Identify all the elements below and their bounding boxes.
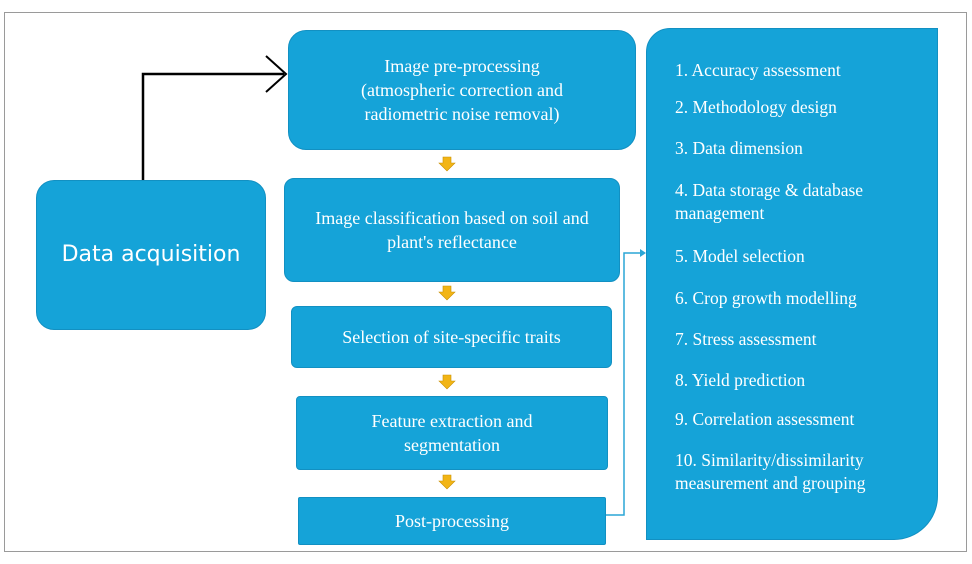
application-item: 4. Data storage & database management [675, 180, 864, 223]
application-item: 9. Correlation assessment [675, 409, 855, 429]
postprocessing-label: Post-processing [395, 510, 509, 531]
application-item: 3. Data dimension [675, 138, 803, 158]
feature-extraction-line-1: Feature extraction and [371, 410, 533, 431]
application-item: 7. Stress assessment [675, 329, 817, 349]
acquisition-arrowhead [265, 55, 288, 93]
applications-panel: 1. Accuracy assessment 2. Methodology de… [646, 28, 938, 540]
acquisition-to-preprocessing-arrow [141, 72, 284, 180]
postprocessing-box: Post-processing [298, 497, 606, 545]
panel-arrowhead [640, 249, 646, 257]
classification-line-2: plant's reflectance [387, 232, 517, 252]
application-item: 6. Crop growth modelling [675, 288, 857, 308]
postprocessing-to-panel-connector [606, 252, 640, 516]
application-item: 8. Yield prediction [675, 370, 806, 390]
preprocessing-box: Image pre-processing (atmospheric correc… [288, 30, 636, 150]
application-item: 10. Similarity/dissimilarity measurement… [675, 450, 866, 493]
down-arrow-4 [438, 474, 456, 490]
feature-extraction-box: Feature extraction and segmentation [296, 396, 608, 470]
down-arrow-3 [438, 374, 456, 390]
data-acquisition-label: Data acquisition [61, 242, 241, 268]
classification-box: Image classification based on soil and p… [284, 178, 620, 282]
trait-selection-box: Selection of site-specific traits [291, 306, 612, 368]
down-arrow-1 [438, 156, 456, 172]
preprocessing-line-3: radiometric noise removal) [364, 104, 560, 125]
classification-line-1: Image classification based on soil and [315, 207, 589, 228]
application-item: 1. Accuracy assessment [675, 60, 841, 80]
application-item: 2. Methodology design [675, 97, 837, 117]
preprocessing-line-1: Image pre-processing [384, 55, 540, 76]
down-arrow-2 [438, 285, 456, 301]
trait-selection-label: Selection of site-specific traits [342, 326, 561, 347]
data-acquisition-box: Data acquisition [36, 180, 266, 330]
feature-extraction-line-2: segmentation [404, 435, 500, 455]
application-item: 5. Model selection [675, 246, 805, 266]
preprocessing-line-2: (atmospheric correction and [361, 79, 563, 100]
